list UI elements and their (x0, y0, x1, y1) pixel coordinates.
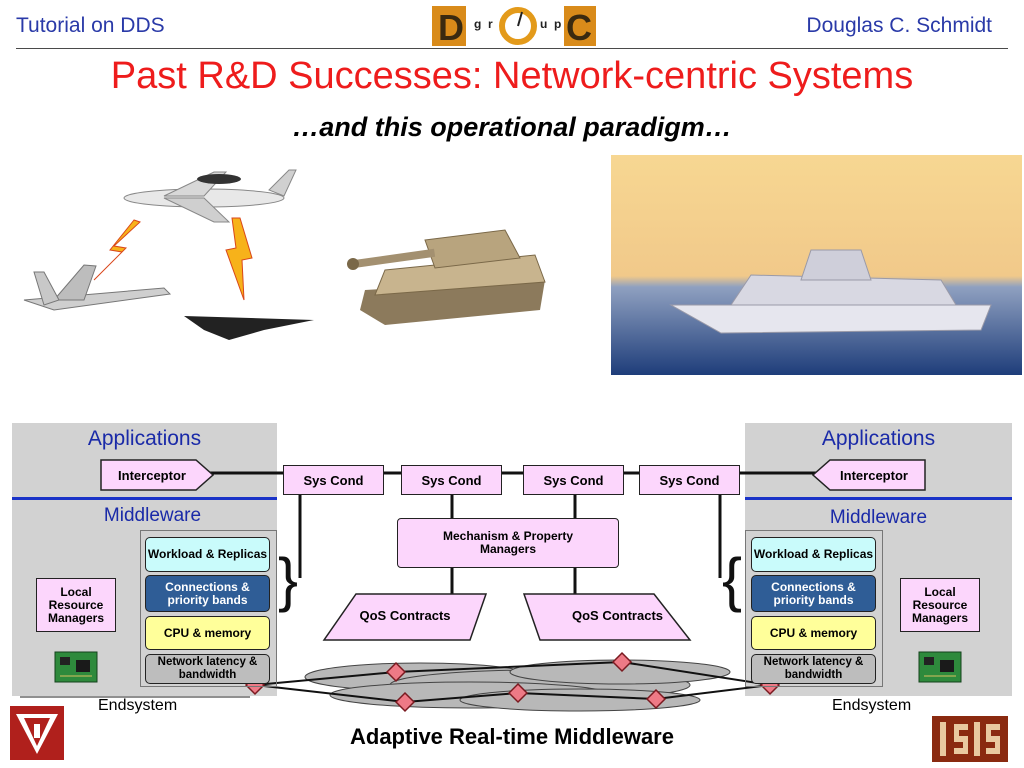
left-local-resource-managers: Local Resource Managers (36, 578, 116, 632)
right-interceptor (811, 459, 926, 491)
sys-cond-3: Sys Cond (523, 465, 624, 495)
left-divider (12, 497, 277, 500)
left-interceptor-label: Interceptor (118, 468, 186, 483)
network-node-icon (385, 661, 407, 683)
right-connections-priority: Connections & priority bands (751, 575, 876, 612)
right-interceptor-label: Interceptor (840, 468, 908, 483)
right-network-latency: Network latency & bandwidth (751, 654, 876, 684)
sys-cond-1: Sys Cond (283, 465, 384, 495)
stealth-drone-icon (184, 316, 314, 340)
network-node-icon (645, 688, 667, 710)
footer-caption: Adaptive Real-time Middleware (350, 724, 674, 749)
left-circuit-board-icon (54, 648, 98, 684)
aircraft-illustration (14, 160, 344, 350)
qos-contract-shape (522, 593, 692, 641)
svg-text:u: u (540, 17, 547, 31)
header-left-text: Tutorial on DDS (16, 14, 165, 37)
svg-text:p: p (554, 17, 561, 31)
slide-title: Past R&D Successes: Network-centric Syst… (110, 55, 914, 97)
left-connections-priority: Connections & priority bands (145, 575, 270, 612)
right-circuit-board-icon (918, 648, 962, 684)
left-endsystem-label: Endsystem (98, 697, 178, 714)
network-node-icon (394, 691, 416, 713)
svg-text:D: D (438, 7, 464, 48)
header-right-text: Douglas C. Schmidt (806, 14, 992, 37)
header-divider (16, 48, 1008, 49)
right-middleware-label: Middleware (829, 507, 928, 528)
left-workload-replicas: Workload & Replicas (145, 537, 270, 572)
awacs-plane-icon (123, 169, 297, 223)
svg-text:}: } (278, 546, 298, 613)
fighter-jet-icon (23, 264, 172, 311)
sys-cond-2: Sys Cond (401, 465, 502, 495)
network-node-icon (507, 682, 529, 704)
right-stack-panel (745, 530, 883, 687)
right-endsystem-label: Endsystem (832, 697, 912, 714)
mechanism-property-managers: Mechanism & Property Managers (397, 518, 619, 568)
left-network-latency: Network latency & bandwidth (145, 654, 270, 684)
sys-cond-4: Sys Cond (639, 465, 740, 495)
network-cloud-icon (304, 659, 731, 712)
network-node-icon (611, 651, 633, 673)
right-cpu-memory: CPU & memory (751, 616, 876, 650)
qos-contract-shape (322, 593, 488, 641)
left-middleware-label: Middleware (103, 505, 202, 526)
left-interceptor (100, 459, 215, 491)
qos-contract-left-label: QoS Contracts (359, 608, 451, 623)
ship-photo (611, 155, 1022, 375)
svg-text:{: { (722, 546, 742, 613)
lightning-icon (93, 219, 141, 281)
isis-logo (932, 716, 1008, 762)
left-cpu-memory: CPU & memory (145, 616, 270, 650)
lightning-icon (225, 217, 253, 301)
svg-text:g: g (474, 17, 481, 31)
left-stack-panel (140, 530, 277, 687)
right-divider (745, 497, 1012, 500)
diagram-connectors: } { (0, 400, 1024, 730)
right-local-resource-managers: Local Resource Managers (900, 578, 980, 632)
left-applications-label: Applications (87, 427, 202, 450)
slide-subtitle: …and this operational paradigm… (292, 112, 732, 142)
svg-text:C: C (566, 7, 592, 48)
right-workload-replicas: Workload & Replicas (751, 537, 876, 572)
qos-contract-right-label: QoS Contracts (571, 608, 663, 623)
doc-group-logo: D g r u p C (430, 2, 600, 48)
right-applications-label: Applications (821, 427, 936, 450)
tank-illustration (345, 200, 555, 330)
svg-text:r: r (488, 17, 493, 31)
vanderbilt-logo (10, 706, 64, 760)
